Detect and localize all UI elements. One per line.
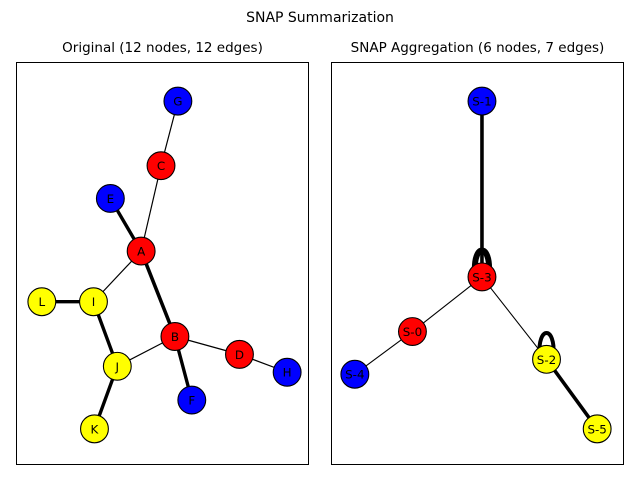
graph-node-label: S-5 [587,422,606,436]
graph-node-circle[interactable] [95,183,125,213]
graph-edge [411,276,483,333]
panel-title-original: Original (12 nodes, 12 edges) [62,40,263,56]
graph-canvas-snap: S-1S-3S-0S-2S-4S-5 [340,86,612,444]
graph-node-label: B [171,330,179,344]
graph-node-label: C [157,159,165,173]
graph-node-circle[interactable] [80,414,109,444]
graph-node-circle[interactable] [163,86,193,116]
graph-node[interactable]: A [126,236,156,266]
graph-node-label: H [283,366,292,380]
graph-node-circle[interactable] [27,287,57,317]
graph-node-circle[interactable] [160,322,190,351]
graph-node-label: L [39,295,46,309]
graph-node-label: J [115,360,120,374]
graph-canvas-original: G C E A L I B D J H F K [27,86,302,444]
graph-node-circle[interactable] [102,351,132,381]
graph-node[interactable]: C [146,151,176,181]
graph-node-circle[interactable] [467,86,497,116]
graph-node[interactable]: D [225,339,254,369]
graph-node-label: D [235,348,244,362]
graph-node[interactable]: B [160,322,190,351]
graph-node-circle[interactable] [532,344,561,374]
graph-node-circle[interactable] [397,317,427,346]
graph-node-label: S-1 [472,95,491,109]
graph-panel-original: G C E A L I B D J H F K [16,62,309,465]
graph-node[interactable]: I [79,287,108,317]
graph-node-circle[interactable] [146,151,176,181]
graph-node-circle[interactable] [79,287,108,317]
graph-node[interactable]: S-2 [532,344,561,374]
graph-node[interactable]: J [102,351,132,381]
graph-node-label: K [91,422,100,436]
graph-edge [140,165,162,252]
graph-node-label: G [173,95,182,109]
graph-node-label: S-4 [345,368,364,382]
graph-node[interactable]: S-5 [582,414,612,444]
graph-edge [481,276,548,360]
graph-node[interactable]: L [27,287,57,317]
graph-node-label: S-0 [403,325,422,339]
graph-node[interactable]: S-3 [467,262,497,292]
graph-node-circle[interactable] [467,262,497,292]
graph-node-circle[interactable] [582,414,612,444]
graph-node-circle[interactable] [177,385,207,415]
graph-node-label: A [137,245,146,259]
graph-node-label: E [107,192,115,206]
graph-node-circle[interactable] [272,357,302,387]
panel-title-snap: SNAP Aggregation (6 nodes, 7 edges) [350,40,605,56]
graph-node[interactable]: S-0 [397,317,427,346]
graph-edge [139,249,177,339]
graph-node[interactable]: S-4 [340,359,370,389]
graph-node-label: S-3 [472,270,491,284]
graph-node-label: S-2 [537,353,556,367]
graph-node-circle[interactable] [340,359,370,389]
graph-node[interactable]: F [177,385,207,415]
graph-node[interactable]: S-1 [467,86,497,116]
graph-node[interactable]: K [80,414,109,444]
graph-node[interactable]: G [163,86,193,116]
graph-node-circle[interactable] [225,339,254,369]
graph-node[interactable]: H [272,357,302,387]
graph-node-circle[interactable] [126,236,156,266]
graph-node[interactable]: E [95,183,125,213]
graph-node-label: I [92,295,96,309]
figure-suptitle: SNAP Summarization [246,10,394,26]
graph-node-label: F [188,394,195,408]
